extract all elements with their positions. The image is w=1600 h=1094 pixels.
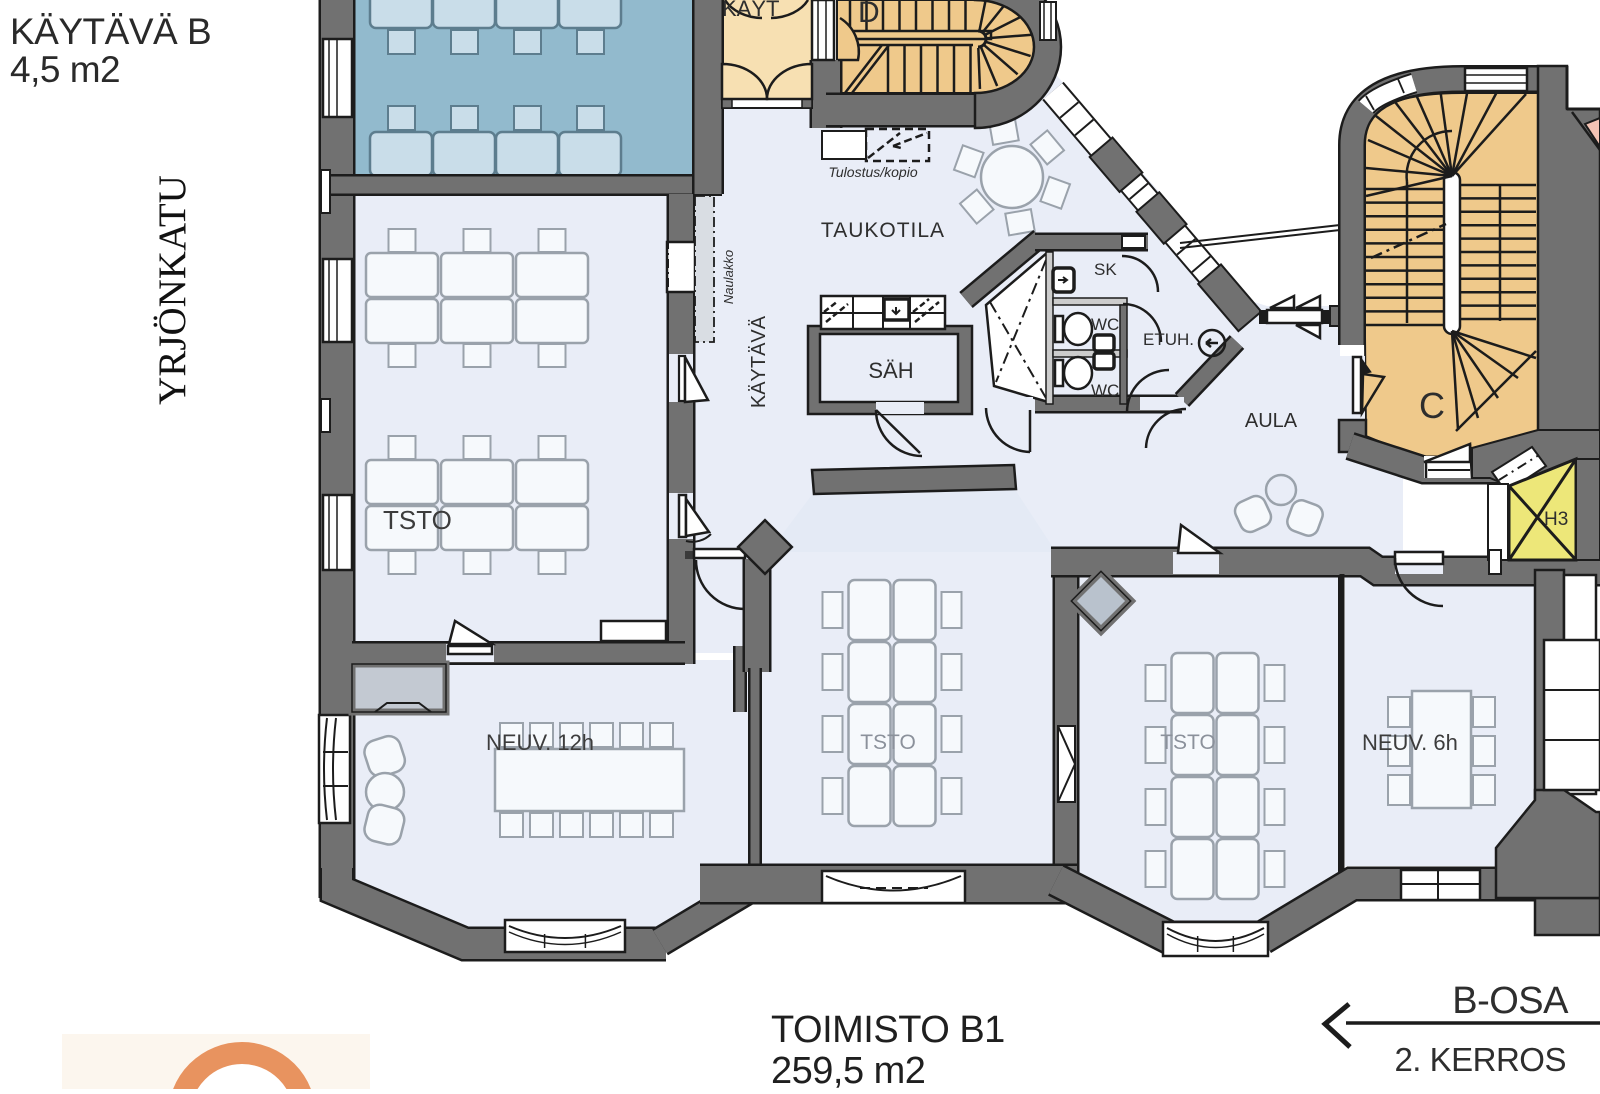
svg-text:TAUKOTILA: TAUKOTILA [821,219,945,242]
svg-text:TSTO: TSTO [383,505,452,535]
svg-text:H3: H3 [1544,509,1568,530]
svg-text:Tulostus/kopio: Tulostus/kopio [828,164,917,180]
svg-text:NEUV. 12h: NEUV. 12h [486,730,594,755]
svg-text:NEUV. 6h: NEUV. 6h [1362,730,1458,755]
svg-text:TSTO: TSTO [860,731,916,754]
svg-text:KÄYT: KÄYT [722,0,779,21]
svg-text:ETUH.: ETUH. [1143,330,1194,349]
svg-text:WC: WC [1091,381,1119,400]
svg-text:TSTO: TSTO [1160,731,1216,754]
svg-text:2. KERROS: 2. KERROS [1394,1041,1566,1078]
svg-text:KÄYTÄVÄ B: KÄYTÄVÄ B [10,11,211,52]
svg-text:259,5 m2: 259,5 m2 [771,1050,925,1089]
svg-text:C: C [1419,385,1445,426]
svg-text:D: D [858,0,880,29]
svg-text:SÄH: SÄH [868,358,913,383]
svg-text:YRJÖNKATU: YRJÖNKATU [151,175,194,405]
svg-text:B-OSA: B-OSA [1452,980,1569,1022]
svg-text:SK: SK [1094,260,1117,279]
svg-text:4,5 m2: 4,5 m2 [10,49,120,90]
svg-text:Naulakko: Naulakko [721,250,736,304]
svg-text:TOIMISTO B1: TOIMISTO B1 [771,1009,1005,1051]
svg-text:WC: WC [1091,315,1119,334]
svg-text:AULA: AULA [1245,410,1298,432]
svg-text:KÄYTÄVÄ: KÄYTÄVÄ [748,315,770,408]
